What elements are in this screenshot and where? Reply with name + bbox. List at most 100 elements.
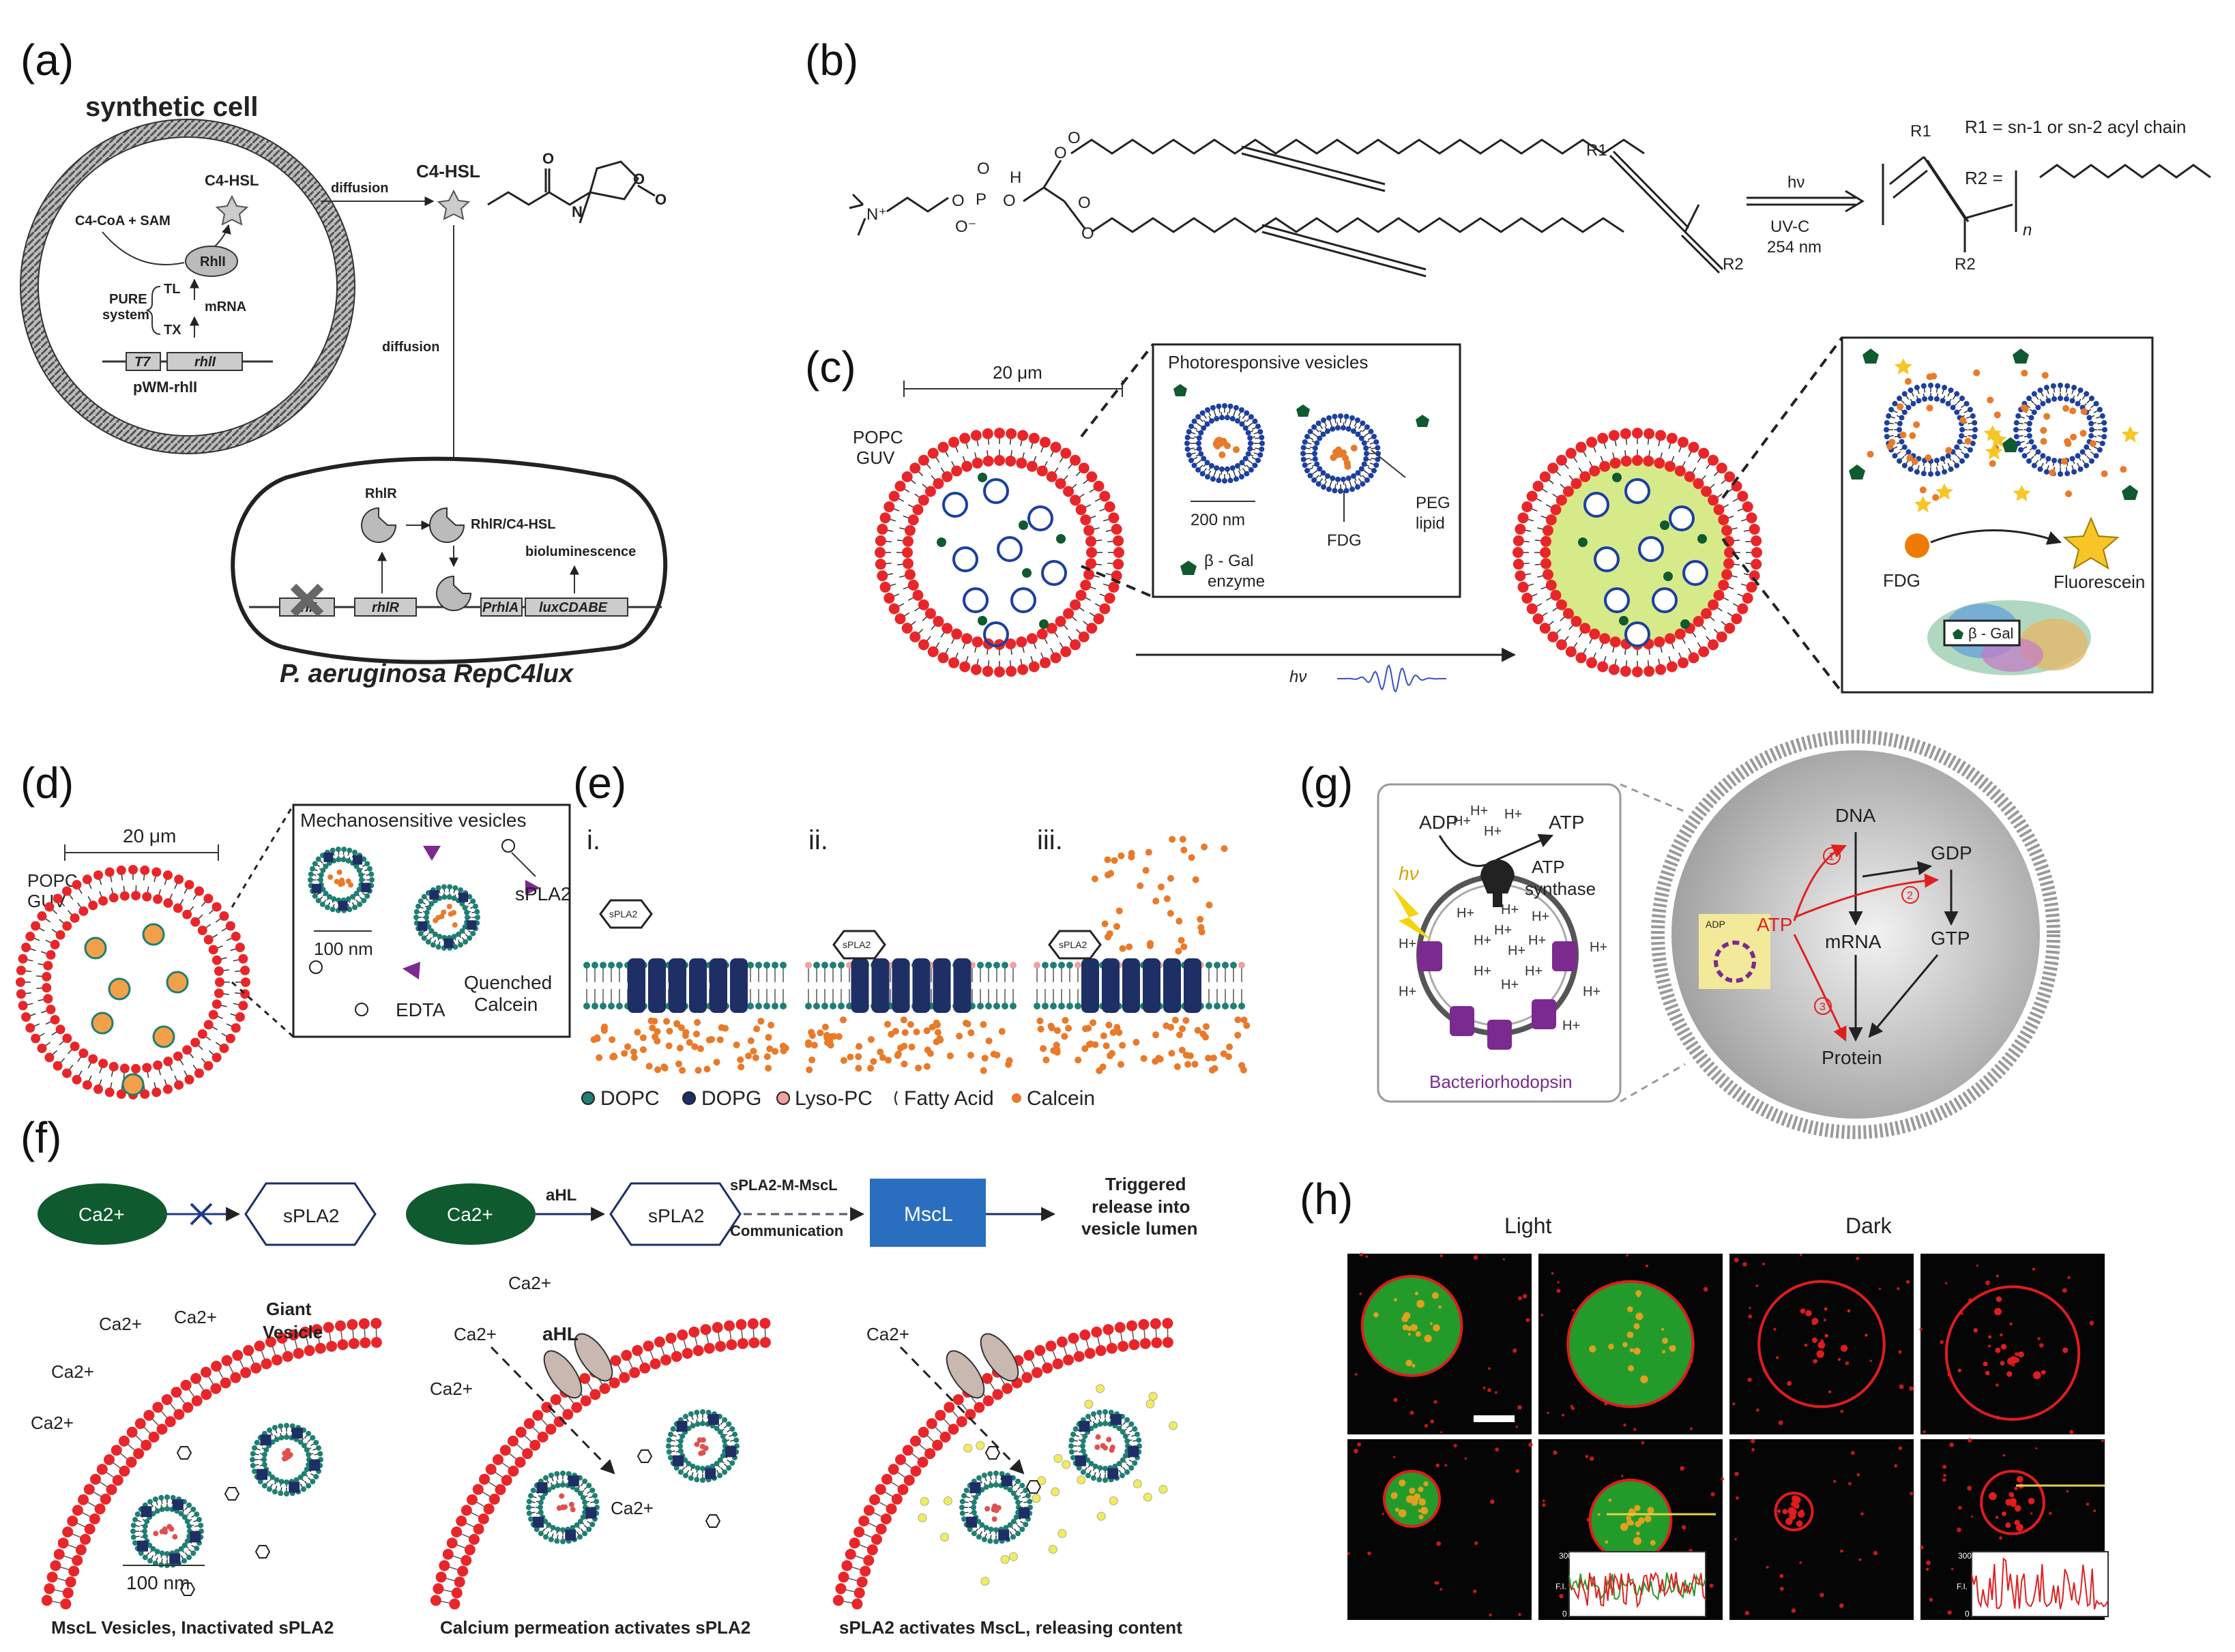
g-mrna: mRNA [1825,931,1882,952]
g-hv: hν [1399,863,1419,884]
panel-f: Ca2+ sPLA2 Ca2+ aHL sPLA2 sPLA2-M-MscL C… [31,1174,1198,1638]
g-dna: DNA [1835,805,1875,826]
g-proton: H+ [1457,906,1474,921]
d-spla2-icon-2 [309,960,323,974]
g-adp: ADP [1419,812,1459,833]
e-spla-3: sPLA2 [1059,939,1087,950]
g-zoom-lines [1620,783,1686,1103]
b-triple-bond-1b [1241,152,1386,192]
a-complex-label: RhlR/C4-HSL [471,517,555,532]
b-triple-bond-1 [1241,145,1386,186]
c-photoresponsive-vesicle-2 [1300,413,1381,494]
c-zoom-lines [1080,343,1154,598]
g-step-3: 3 [1820,1001,1826,1013]
g-atp-red: ATP [1757,914,1792,935]
c-gal-icon [1180,561,1197,575]
g-proton: H+ [1532,909,1549,924]
e-step-iii: iii. [1037,825,1063,855]
a-complex-protein [429,507,465,543]
d-quenched-1: Quenched [464,972,552,993]
g-proton: H+ [1494,923,1512,938]
d-mechanosensitive-vesicle [308,846,375,913]
h-graph2-zero: 0 [1965,1609,1970,1619]
h-graph2-xlabel: Pixel [2033,1619,2051,1629]
g-proton-labels: H+H+H+H+H+H+H+H+H+H+H+H+H+H+H+H+H+H+H+ [1399,803,1607,1033]
e-legend-dopc: DOPC [600,1087,660,1110]
g-step-2: 2 [1907,890,1913,902]
c-gal-box-icon [1953,629,1963,639]
panel-label-g: (g) [1300,758,1353,808]
a-gene-prhla: PrhlA [482,600,518,615]
a-rhlr-label: RhlR [365,486,397,501]
a-molecule-o1: O [542,150,554,167]
c-fdg-dot [1905,533,1929,558]
g-proton: H+ [1470,803,1488,818]
g-proton: H+ [1501,977,1519,992]
b-o3: O⁻ [955,218,976,236]
f-ahl-2: aHL [542,1323,579,1344]
a-gene-lux-box [525,598,628,617]
b-o1: O [952,192,965,210]
g-inset-box [1377,783,1622,1103]
panel-a: synthetic cell C4-HSL C4-CoA + SAM RhlI … [20,92,668,688]
c-gal-1: β - Gal [1204,552,1253,570]
panel-e: i. ii. iii. sPLA2 sPLA2 sPLA2 DOPC DOPG … [581,825,1251,1110]
a-star-icon [215,194,249,226]
a-diffusion-2: diffusion [382,340,439,355]
b-h: H [1010,168,1021,187]
g-atp: ATP [1549,812,1584,833]
b-o6: O [1068,129,1081,147]
a-tx-label: TX [164,323,181,338]
f-ca-m4: Ca2+ [611,1498,654,1518]
f-ca-s4: Ca2+ [31,1413,74,1433]
h-profile-graph-light: 300 0 F.I. Pixel 150 [1555,1551,1709,1629]
g-inset-liposome-icon [1714,941,1756,983]
b-polymer [1882,156,2017,252]
g-bacterio-label: Bacteriorhodopsin [1429,1072,1573,1092]
g-proton: H+ [1528,933,1546,948]
d-scale-label: 20 μm [123,825,176,846]
e-legend-dopc-icon [581,1091,595,1105]
e-spla-2: sPLA2 [843,939,871,950]
h-graph2-ylabel: F.I. [1957,1582,1968,1591]
b-o4: O [1003,192,1016,210]
e-legend-dopg: DOPG [701,1087,761,1110]
c-burst-vesicle [1849,349,2138,513]
b-uvc: UV-C [1770,218,1809,236]
e-calcein-dots [590,836,1251,1074]
g-step-2-circle [1901,886,1919,904]
h-graph1-xend: 150 [1695,1619,1709,1629]
h-graph1-zero: 0 [1562,1609,1567,1619]
g-synthetic-cell-membrane [1651,730,2060,1139]
f-ca-1: Ca2+ [78,1204,125,1225]
c-reaction-arrow [1930,529,2062,545]
h-graph2-max: 300 [1958,1551,1972,1561]
a-biolum-label: bioluminescence [525,544,636,559]
g-proton: H+ [1399,936,1416,952]
e-spla-hex-2 [832,930,886,960]
b-r1-poly: R1 [1910,122,1931,141]
c-hv-label: hν [1289,668,1306,686]
b-hv: hν [1787,173,1805,192]
panel-c: 20 μm POPC GUV Photoresponsive vesicles … [853,336,2154,694]
f-ca-m3: Ca2+ [430,1378,473,1399]
g-red-arrow-2 [1794,873,1940,919]
a-organism-label: P. aeruginosa RepC4lux [280,660,574,688]
g-proton: H+ [1504,807,1522,822]
d-mechanosensitive-vesicle-2 [413,884,480,951]
f-giant-1: Giant [266,1299,312,1319]
e-legend-calcein: Calcein [1027,1087,1095,1110]
e-legend-lyso-icon [776,1091,790,1105]
b-triple-bond-2b [1261,231,1427,278]
a-rhli-gene-box [166,352,243,371]
panel-label-b: (b) [805,35,858,85]
b-r2-poly: R2 [1955,255,1976,274]
f-ca-node-2 [406,1183,536,1245]
f-caption-2: Calcium permeation activates sPLA2 [440,1617,750,1638]
c-peg-1: PEG [1416,494,1450,512]
f-spla2-2: sPLA2 [648,1205,705,1226]
panel-g: ADP ATP ATP synthase hν Bacteriorhodopsi… [1377,730,2060,1139]
d-small-scale-label: 100 nm [314,939,373,959]
c-light-wave [1337,664,1446,693]
g-light-bolt-icon [1392,887,1433,941]
